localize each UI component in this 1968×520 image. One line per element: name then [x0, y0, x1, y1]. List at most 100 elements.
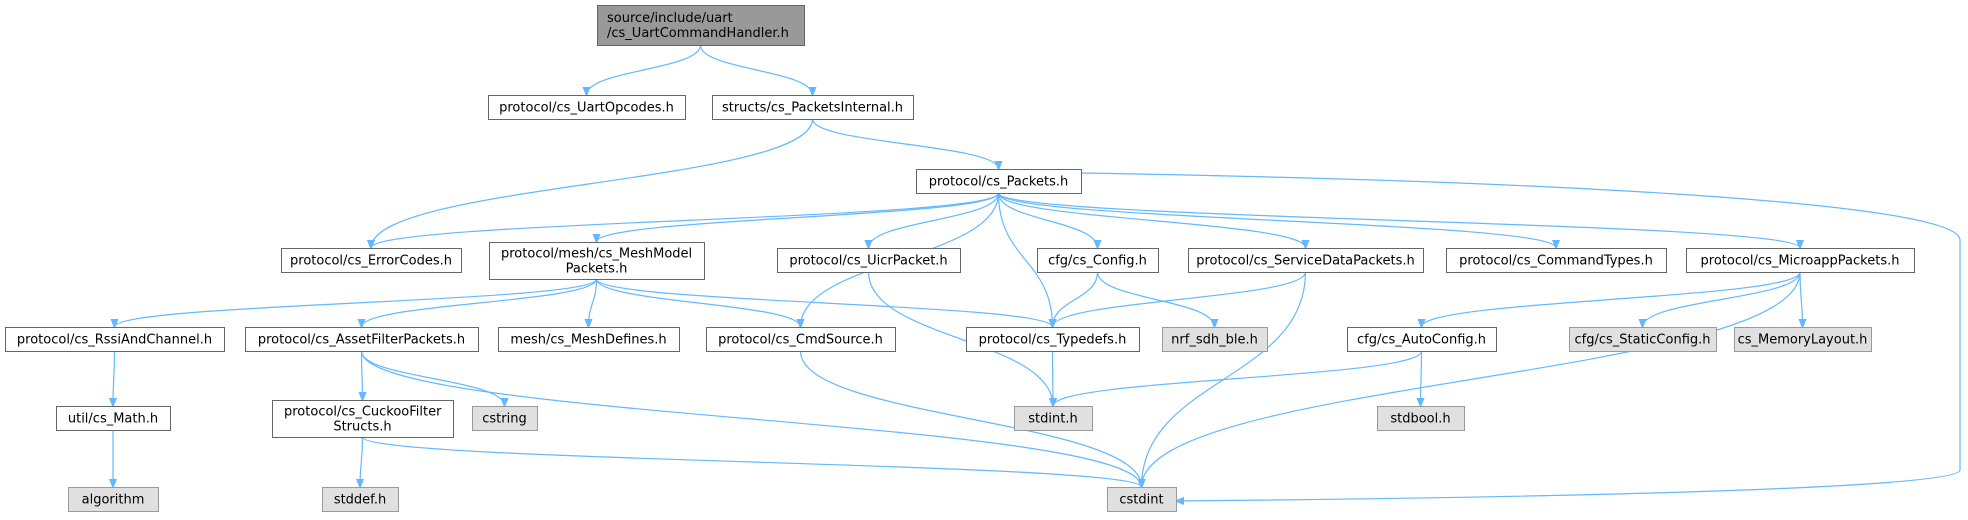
- node-box: [1037, 248, 1159, 273]
- node-label: cstdint: [1119, 493, 1163, 508]
- edge-root-to-uartop: [587, 44, 702, 95]
- edge-svcdata-to-typedefs: [1053, 271, 1307, 327]
- node-box: [712, 95, 914, 120]
- node-assetfilter[interactable]: protocol/cs_AssetFilterPackets.h: [245, 327, 479, 352]
- node-label: stdbool.h: [1390, 412, 1450, 427]
- edge-microapp-to-cstdint: [1142, 271, 1801, 487]
- edge-packets-to-svcdata: [997, 192, 1306, 248]
- node-label: protocol/cs_Packets.h: [929, 175, 1069, 190]
- node-memlayout: cs_MemoryLayout.h: [1734, 327, 1872, 352]
- node-uartop[interactable]: protocol/cs_UartOpcodes.h: [488, 95, 686, 120]
- node-box: [1188, 248, 1424, 273]
- edge-autoconfig-to-stdbool: [1421, 350, 1422, 406]
- node-box: [488, 95, 686, 120]
- node-box: [1569, 327, 1717, 352]
- node-box: [472, 406, 538, 431]
- node-label: Structs.h: [333, 420, 391, 435]
- node-cstring: cstring: [472, 406, 538, 431]
- nodes-layer: source/include/uart/cs_UartCommandHandle…: [5, 5, 1915, 512]
- node-box: [322, 487, 399, 512]
- node-label: mesh/cs_MeshDefines.h: [510, 333, 666, 348]
- node-label: protocol/cs_MicroappPackets.h: [1701, 254, 1900, 269]
- node-label: cfg/cs_AutoConfig.h: [1357, 333, 1486, 348]
- node-label: stdint.h: [1028, 412, 1077, 427]
- edge-cuckoo-to-stddef: [360, 436, 363, 487]
- edge-pktint-to-packets: [811, 118, 999, 169]
- node-typedefs[interactable]: protocol/cs_Typedefs.h: [966, 327, 1140, 352]
- node-math[interactable]: util/cs_Math.h: [56, 406, 171, 431]
- edge-assetfilter-to-cuckoo: [362, 350, 363, 400]
- edge-root-to-pktint: [699, 44, 813, 95]
- node-microapp[interactable]: protocol/cs_MicroappPackets.h: [1686, 248, 1915, 273]
- node-root[interactable]: source/include/uart/cs_UartCommandHandle…: [597, 5, 805, 46]
- node-box: [1377, 406, 1465, 431]
- node-svcdata[interactable]: protocol/cs_ServiceDataPackets.h: [1188, 248, 1424, 273]
- node-config[interactable]: cfg/cs_Config.h: [1037, 248, 1159, 273]
- edge-packets-to-meshmodel: [597, 192, 1000, 242]
- edge-packets-to-errcodes: [371, 192, 1000, 248]
- edge-packets-to-microapp: [997, 192, 1801, 248]
- node-box: [777, 248, 961, 273]
- node-box: [272, 400, 454, 438]
- edge-packets-to-config: [997, 192, 1098, 248]
- edge-assetfilter-to-cstdint: [360, 350, 1142, 487]
- node-label: protocol/cs_ErrorCodes.h: [290, 254, 452, 269]
- edges-layer: [113, 44, 1961, 501]
- node-autoconfig[interactable]: cfg/cs_AutoConfig.h: [1347, 327, 1497, 352]
- edge-uicr-to-stdint: [867, 271, 1054, 406]
- edge-cuckoo-to-cstdint: [361, 436, 1142, 487]
- node-label: nrf_sdh_ble.h: [1171, 333, 1258, 348]
- node-label: cfg/cs_Config.h: [1048, 254, 1147, 269]
- node-label: protocol/cs_CuckooFilter: [284, 405, 442, 420]
- node-box: [281, 248, 462, 273]
- edge-packets-to-typedefs: [997, 192, 1053, 327]
- node-label: protocol/cs_Typedefs.h: [979, 333, 1127, 348]
- node-box: [1162, 327, 1268, 352]
- edge-assetfilter-to-cstring: [360, 350, 505, 406]
- edge-cmdsource-to-cstdint: [799, 350, 1142, 487]
- edge-meshmodel-to-cmdsource: [595, 278, 801, 327]
- node-packets[interactable]: protocol/cs_Packets.h: [916, 169, 1082, 194]
- node-box: [56, 406, 171, 431]
- edge-meshmodel-to-typedefs: [595, 278, 1053, 327]
- edge-config-to-typedefs: [1053, 271, 1099, 327]
- node-cmdtypes[interactable]: protocol/cs_CommandTypes.h: [1446, 248, 1667, 273]
- node-label: structs/cs_PacketsInternal.h: [722, 101, 903, 116]
- node-box: [597, 5, 805, 46]
- node-meshdefines[interactable]: mesh/cs_MeshDefines.h: [498, 327, 680, 352]
- node-box: [1686, 248, 1915, 273]
- node-label: stddef.h: [334, 493, 386, 508]
- node-label: protocol/cs_UicrPacket.h: [789, 254, 947, 269]
- node-label: source/include/uart: [607, 11, 733, 26]
- node-box: [489, 242, 705, 280]
- node-stdbool: stdbool.h: [1377, 406, 1465, 431]
- node-cmdsource[interactable]: protocol/cs_CmdSource.h: [706, 327, 896, 352]
- node-box: [916, 169, 1082, 194]
- edge-rssi-to-math: [113, 350, 115, 406]
- edge-meshmodel-to-meshdefines: [589, 278, 598, 327]
- edge-microapp-to-staticconfig: [1643, 271, 1801, 327]
- node-label: protocol/cs_AssetFilterPackets.h: [258, 333, 465, 348]
- node-box: [245, 327, 479, 352]
- edge-meshmodel-to-assetfilter: [362, 278, 598, 327]
- edge-packets-to-uicr: [869, 192, 1000, 248]
- edge-meshmodel-to-rssi: [115, 278, 598, 327]
- edge-autoconfig-to-stdint: [1053, 350, 1423, 406]
- node-label: cfg/cs_StaticConfig.h: [1574, 333, 1710, 348]
- node-box: [498, 327, 680, 352]
- node-pktint[interactable]: structs/cs_PacketsInternal.h: [712, 95, 914, 120]
- node-label: Packets.h: [566, 262, 628, 277]
- node-box: [1347, 327, 1497, 352]
- node-rssi[interactable]: protocol/cs_RssiAndChannel.h: [5, 327, 225, 352]
- node-label: protocol/cs_RssiAndChannel.h: [17, 333, 212, 348]
- node-cstdint: cstdint: [1107, 487, 1177, 512]
- node-errcodes[interactable]: protocol/cs_ErrorCodes.h: [281, 248, 462, 273]
- node-label: algorithm: [82, 493, 145, 508]
- edge-typedefs-to-stdint: [1053, 350, 1054, 406]
- node-uicr[interactable]: protocol/cs_UicrPacket.h: [777, 248, 961, 273]
- node-label: cs_MemoryLayout.h: [1738, 333, 1868, 348]
- node-stdint: stdint.h: [1014, 406, 1093, 431]
